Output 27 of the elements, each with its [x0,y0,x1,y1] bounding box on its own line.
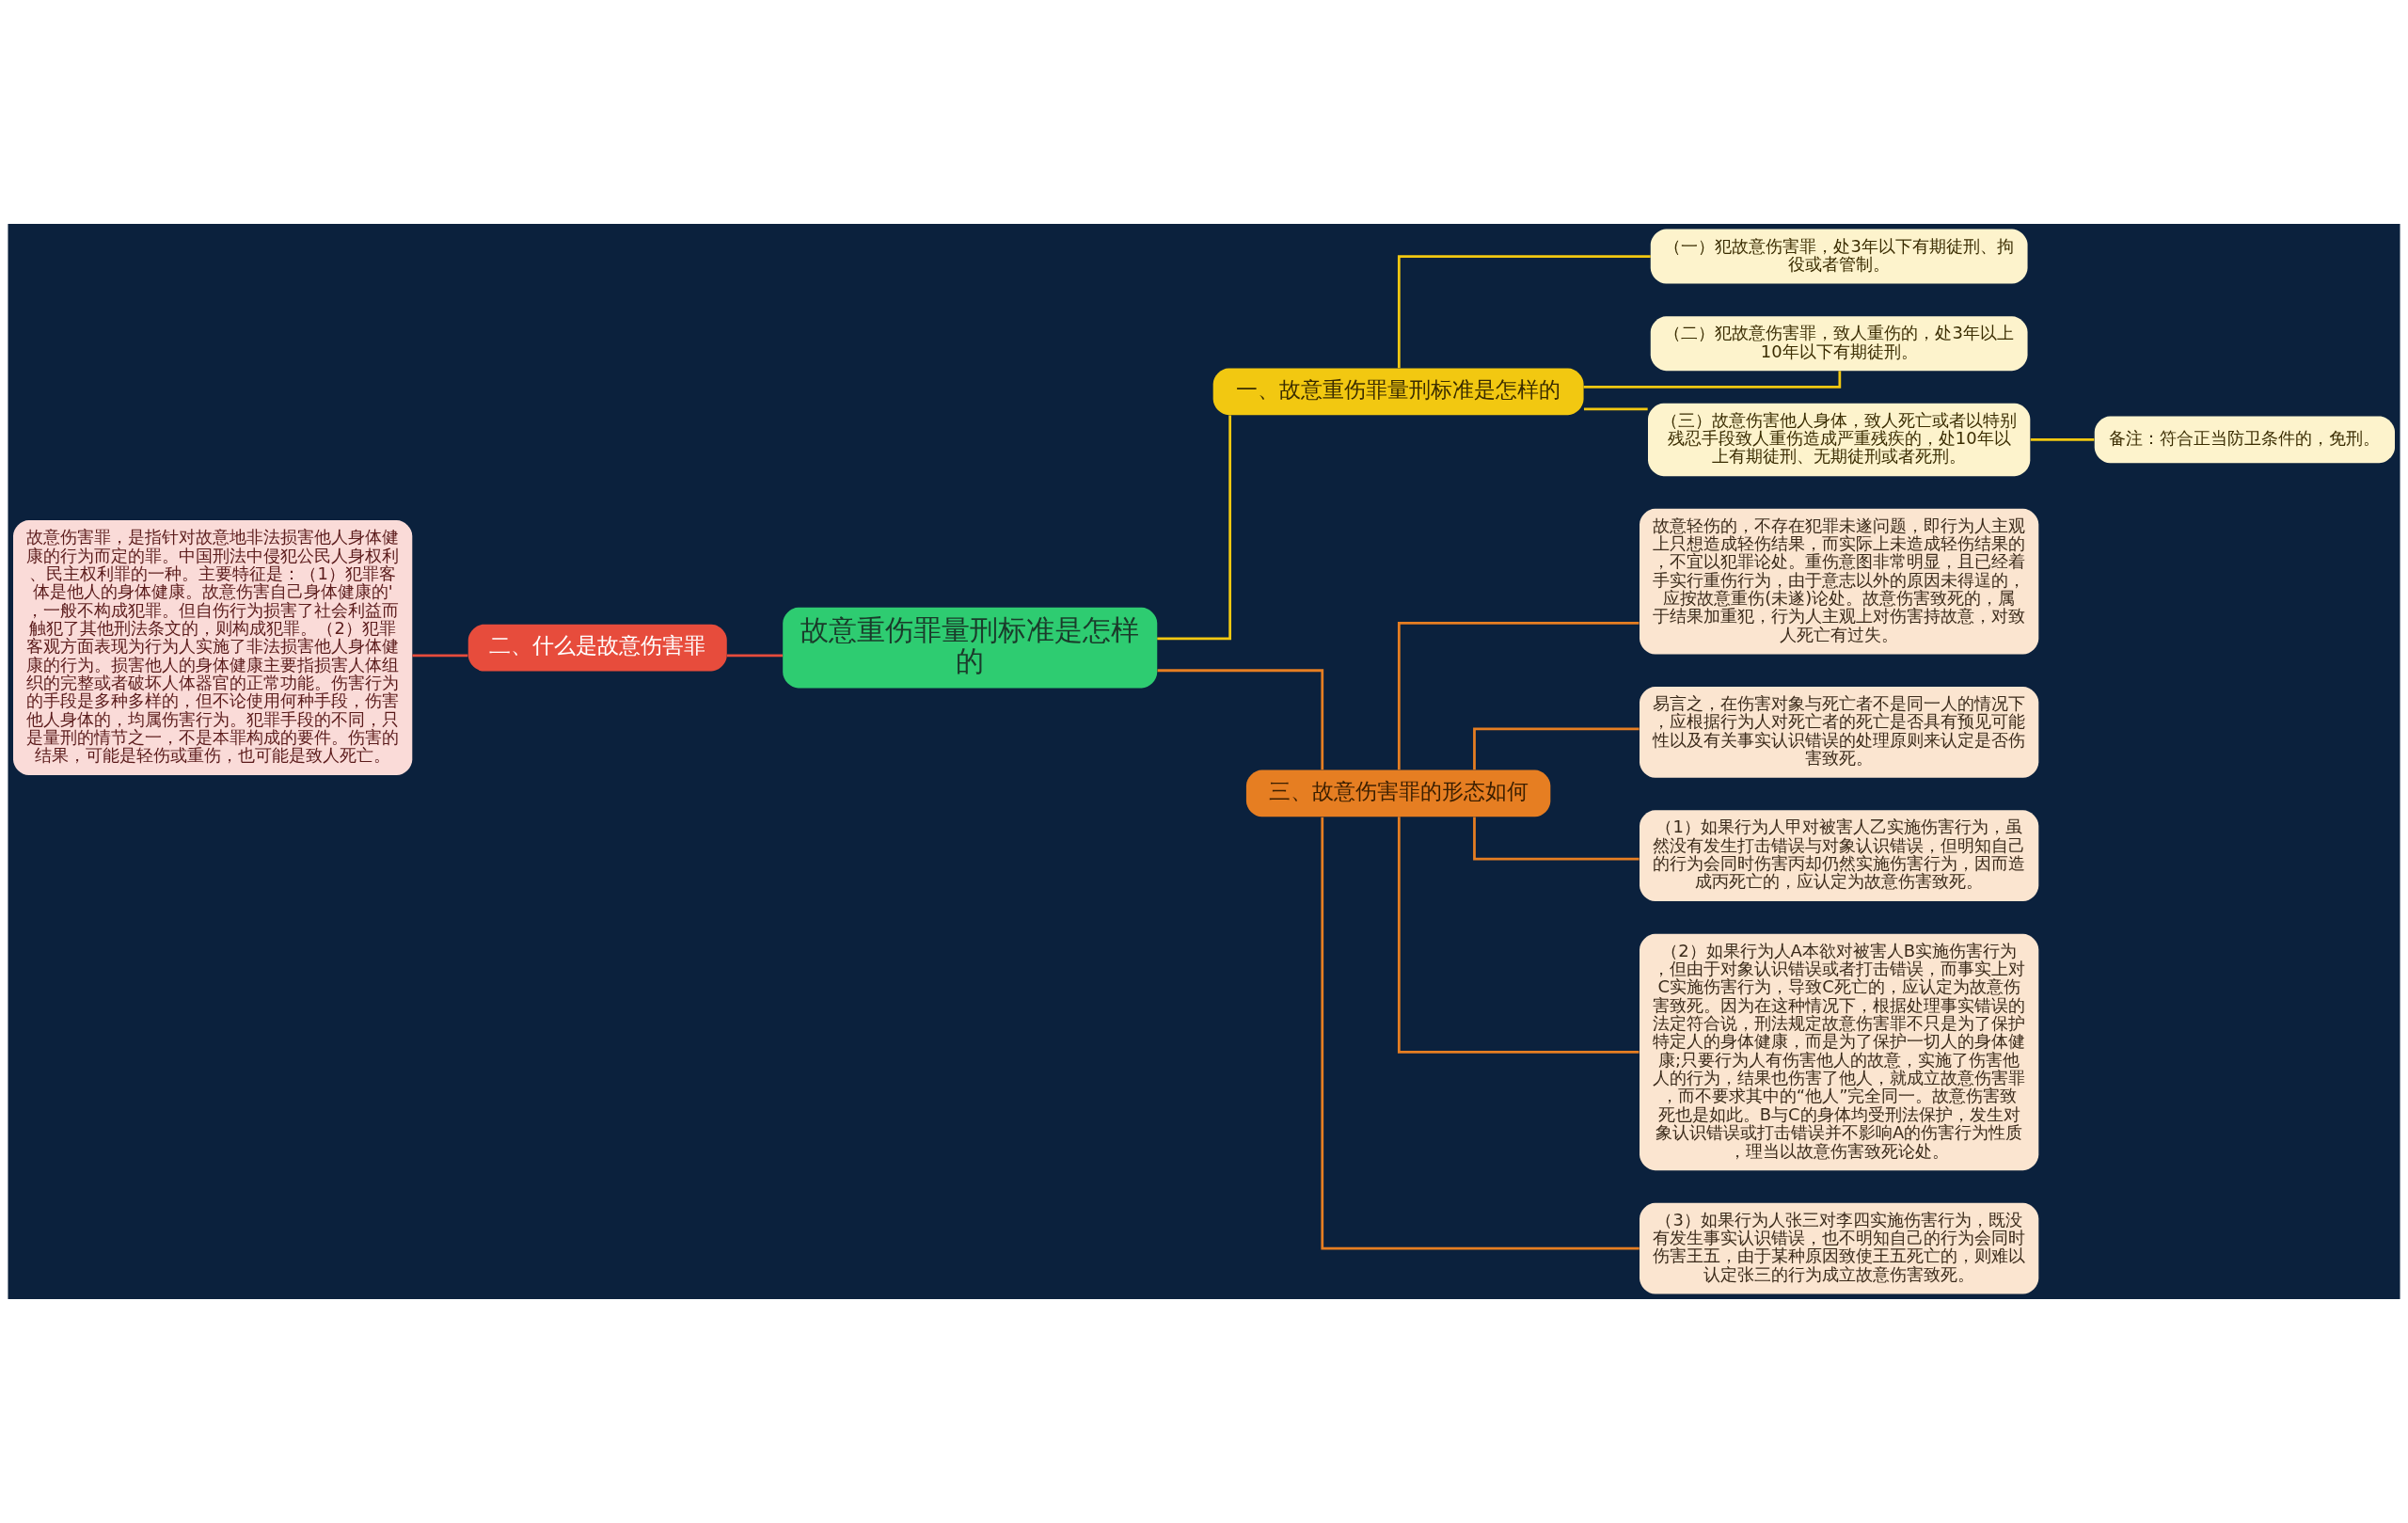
connector [1397,817,1640,1054]
connector [1583,407,1648,411]
connector [1397,255,1651,369]
connector [1157,669,1324,770]
connector [1157,415,1232,641]
connector [2030,438,2095,441]
node-box: （三）故意伤害他人身体，致人死亡或者以特别残忍手段致人重伤造成严重残疾的，处10年以上有期徒刑、无期徒刑或者死刑。 [1648,403,2031,477]
connector [1583,371,1842,389]
node-box: 二、什么是故意伤害罪 [467,624,727,672]
node-box: 一、故意重伤罪量刑标准是怎样的 [1212,368,1584,416]
node-box: 三、故意伤害罪的形态如何 [1245,769,1551,817]
connector [726,654,784,658]
node-box: 故意伤害罪，是指针对故意地非法损害他人身体健康的行为而定的罪。中国刑法中侵犯公民人身权利、民主权利罪的一种。主要特征是：（1）犯罪客体是他人的身体健康。故意伤害自己身体健康的'，一般不构成犯罪。但自伤行为损害了社会利益而触犯了其他刑法条文的，则构成犯罪。（2）犯罪客观方面表现为行为人实施了非法损害他人身体健康的行为。损害他人的身体健康主要指损害人体组织的完整或者破坏人体器官的正常功能。伤害行为的手段是多种多样的，但不论使用何种手段，伤害他人身体的，均属伤害行为。犯罪手段的不同，只是量刑的情节之一，不是本罪构成的要件。伤害的结果，可能是轻伤或重伤，也可能是致人死亡。 [13,520,413,775]
connector [1321,817,1640,1250]
connector [1397,621,1640,770]
node-box: （二）犯故意伤害罪，致人重伤的，处3年以上10年以下有期徒刑。 [1650,316,2028,372]
node-box: （3）如果行为人张三对李四实施伤害行为，既没有发生事实认识错误，也不明知自己的行为会同时伤害王五，由于某种原因致使王五死亡的，则难以认定张三的行为成立故意伤害致死。 [1640,1202,2039,1294]
connector [1473,817,1640,861]
node-box: （1）如果行为人甲对被害人乙实施伤害行为，虽然没有发生打击错误与对象认识错误，但明知自己的行为会同时伤害丙却仍然实施伤害行为，因而造成丙死亡的，应认定为故意伤害致死。 [1640,810,2039,902]
connector [412,654,468,658]
connector [1473,727,1640,770]
node-box: （2）如果行为人A本欲对被害人B实施伤害行为，但由于对象认识错误或者打击错误，而事实上对C实施伤害行为，导致C死亡的，应认定为故意伤害致死。因为在这种情况下，根据处理事实错误的法定符合说，刑法规定故意伤害罪不只是为了保护特定人的身体健康，而是为了保护一切人的身体健康;只要行为人有伤害他人的故意，实施了伤害他人的行为，结果也伤害了他人，就成立故意伤害罪，而不要求其中的“他人”完全同一。故意伤害致死也是如此。B与C的身体均受刑法保护，发生对象认识错误或打击错误并不影响A的伤害行为性质，理当以故意伤害致死论处。 [1640,933,2039,1171]
node-box: 故意轻伤的，不存在犯罪未遂问题，即行为人主观上只想造成轻伤结果，而实际上未造成轻伤结果的，不宜以犯罪论处。重伤意图非常明显，且已经着手实行重伤行为，由于意志以外的原因未得逞的，应按故意重伤(未遂)论处。故意伤害致死的，属于结果加重犯，行为人主观上对伤害持故意，对致人死亡有过失。 [1640,508,2039,655]
node-box: 易言之，在伤害对象与死亡者不是同一人的情况下，应根据行为人对死亡者的死亡是否具有预见可能性以及有关事实认识错误的处理原则来认定是否伤害致死。 [1640,687,2039,778]
node-box: 故意重伤罪量刑标准是怎样的 [783,607,1158,689]
node-box: 备注：符合正当防卫条件的，免刑。 [2094,416,2395,464]
node-box: （一）犯故意伤害罪，处3年以下有期徒刑、拘役或者管制。 [1650,229,2028,284]
